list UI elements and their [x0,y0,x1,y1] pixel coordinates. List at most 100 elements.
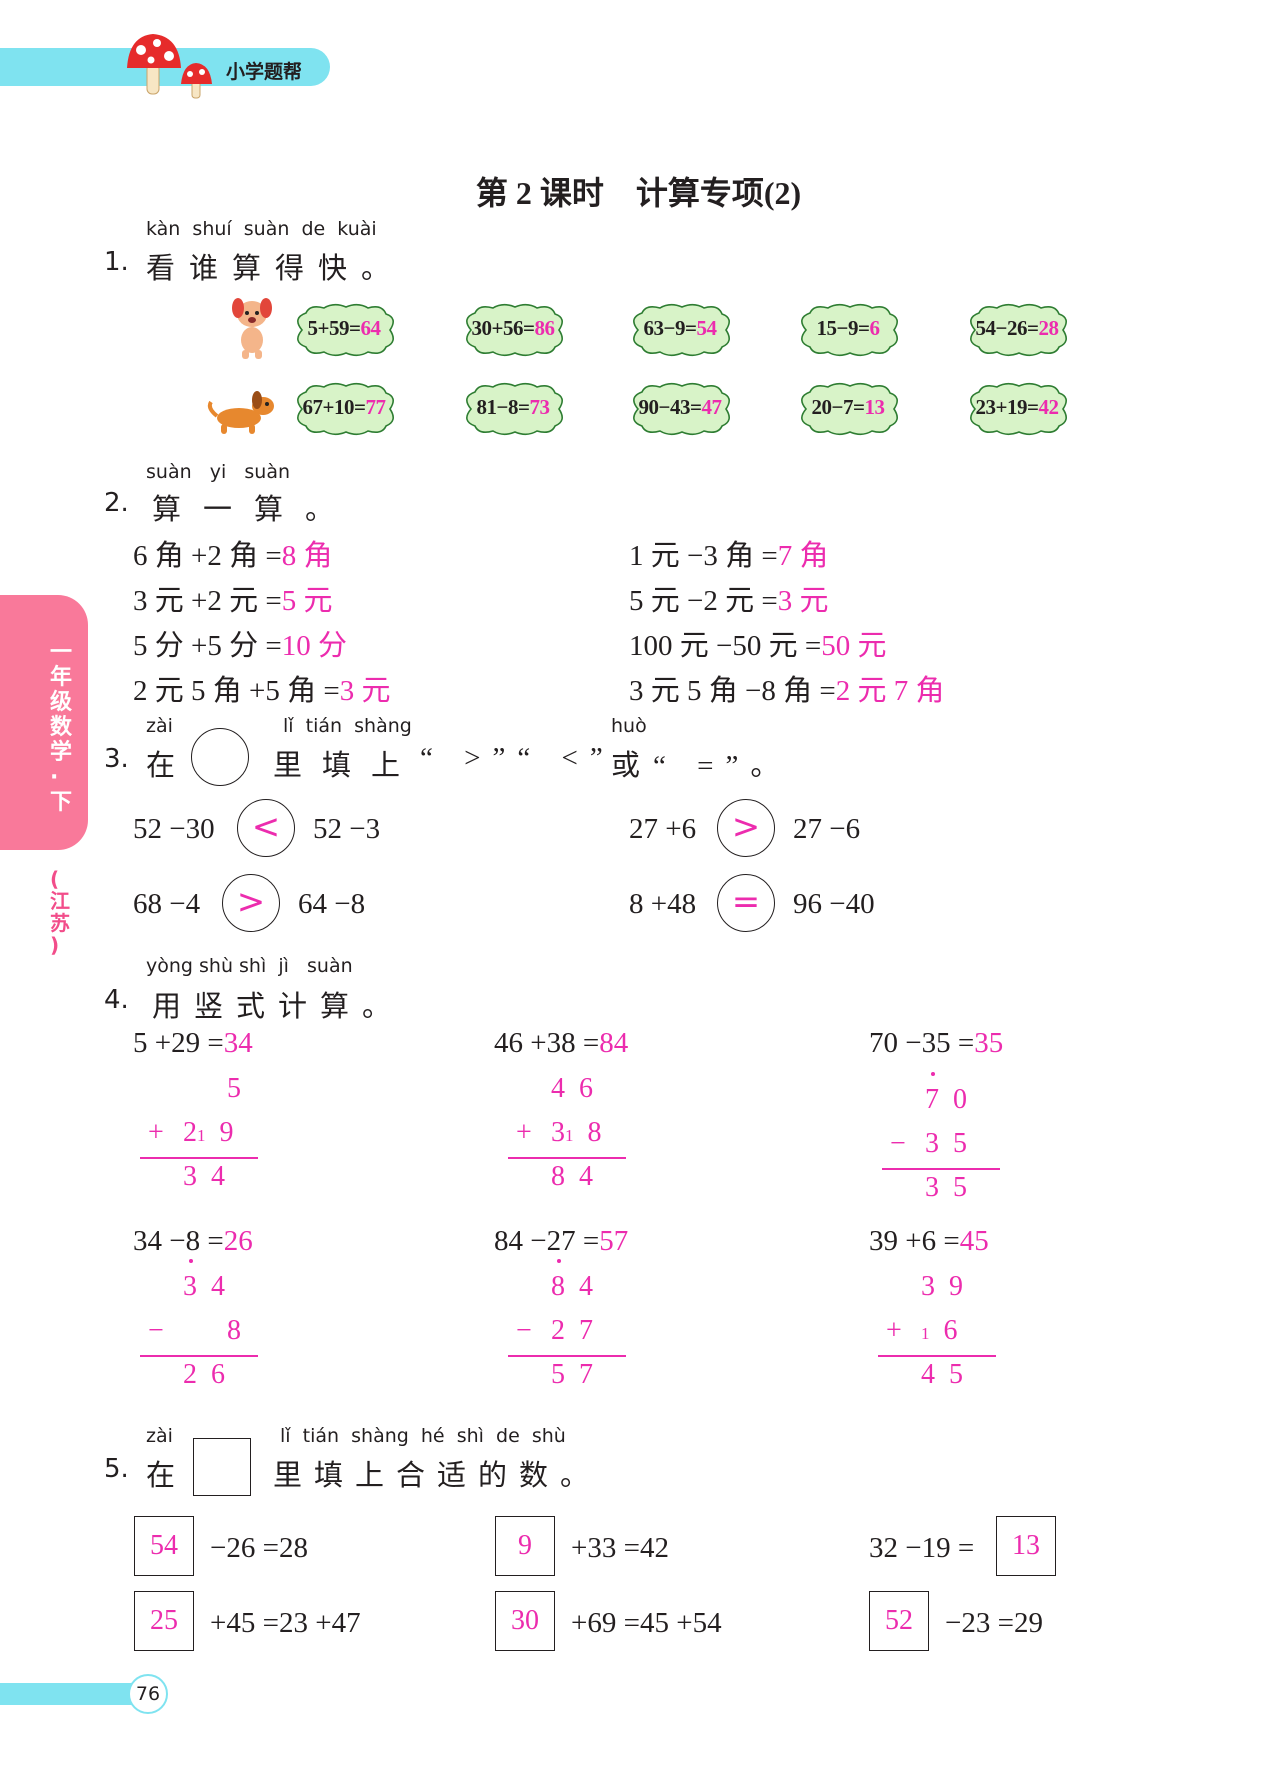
answer-text: 28 [1038,316,1059,340]
q3-text-symbols-a: “ >”“ <” [420,742,615,774]
operator: − [516,1315,532,1346]
q4-pinyin: yòng shù shì jì suàn [146,955,353,977]
compare-right: 27 −6 [793,813,860,846]
equation-rest: +33 =42 [571,1532,669,1565]
digits: 3 9 [921,1271,963,1302]
equation-text: 2 元 5 角 +5 角 = [133,675,340,707]
compare-circle[interactable]: > [222,874,280,932]
compare-right: 52 −3 [313,813,380,846]
money-equation: 6 角 +2 角 =8 角 [133,532,332,574]
expression-cloud: 81−8=73 [459,381,567,437]
answer-text: 5 元 [281,585,333,617]
answer-text: 2 元 7 角 [835,675,945,707]
expression-cloud: 30+56=86 [459,302,567,358]
equation-prefix: 32 −19 = [869,1532,974,1565]
mushroom-logo [127,34,212,99]
digits: 3 [551,1117,565,1148]
expression-cloud: 54−26=28 [963,302,1071,358]
digits: 6 [943,1315,958,1346]
operator: + [886,1315,902,1346]
operator: − [890,1128,906,1159]
result-number: 5 7 [551,1359,593,1391]
expression-text: 20−7= [811,395,865,419]
sum-line [882,1168,1000,1170]
equation-text: 34 −8 = [133,1225,224,1257]
equation-rest: −23 =29 [945,1607,1043,1640]
q5-text-zai: 在 [146,1460,190,1492]
expression-cloud: 23+19=42 [963,381,1071,437]
carry-digit: 1 [565,1126,574,1145]
equation-text: 6 角 +2 角 = [133,540,282,572]
money-equation: 3 元 +2 元 =5 元 [133,577,332,619]
money-equation: 1 元 −3 角 =7 角 [629,532,828,574]
result-number: 4 5 [921,1359,963,1391]
expression-text: 15−9= [816,316,870,340]
q3-text-fill: 里填上 [273,750,421,782]
sum-line [878,1355,996,1357]
equation-text: 3 元 5 角 −8 角 = [629,675,836,707]
answer-box[interactable]: 25 [134,1591,194,1651]
compare-left: 52 −30 [133,813,215,846]
answer-box[interactable]: 9 [495,1516,555,1576]
cloud-shape [633,382,730,436]
equation-text: −26 =28 [210,1532,308,1564]
compare-left: 68 −4 [133,888,200,921]
side-tab [0,595,88,850]
equation-text: 5 +29 = [133,1027,224,1059]
comparison-symbol: < [251,807,281,847]
sum-line [508,1355,626,1357]
comparison-symbol: = [731,882,761,922]
operator-sign: − [516,1315,532,1347]
compare-circle[interactable]: = [717,874,775,932]
answer-text: 42 [1038,395,1059,419]
side-tab-label: 一年级数学·下 [50,640,73,815]
result-number: 3 5 [925,1172,967,1204]
top-number: 7 0 [925,1084,967,1116]
answer-box[interactable]: 54 [134,1516,194,1576]
equation-rest: +69 =45 +54 [571,1607,722,1640]
equation-text: 84 −27 = [494,1225,600,1257]
q2-instruction: 算一算。 [152,494,357,526]
answer-box[interactable]: 30 [495,1591,555,1651]
answer-text: 64 [360,316,381,340]
borrow-dot [189,1259,193,1263]
answer-box[interactable]: 52 [869,1591,929,1651]
digits: 8 4 [551,1271,593,1302]
bottom-number: 21 9 [183,1117,234,1149]
sum-line [140,1355,258,1357]
digits: 9 [219,1117,234,1148]
top-number: 4 6 [551,1073,593,1105]
bottom-number: 2 7 [551,1315,593,1347]
money-equation: 5 元 −2 元 =3 元 [629,577,828,619]
cloud-shape [466,303,563,357]
answer-text: 6 [869,316,880,340]
compare-left: 8 +48 [629,888,696,921]
result-number: 3 4 [183,1161,225,1193]
bottom-number: 3 5 [925,1128,967,1160]
equation-text: 46 +38 = [494,1027,600,1059]
money-equation: 2 元 5 角 +5 角 =3 元 [133,667,390,709]
q3-pinyin-huo: huò [611,715,647,737]
answer-text: 30 [511,1605,539,1636]
digits: 3 5 [925,1128,967,1159]
cloud-expression: 15−9=6 [794,316,902,341]
page-number-circle [128,1674,168,1714]
expression-cloud: 20−7=13 [794,381,902,437]
answer-text: 10 分 [281,630,347,662]
answer-text: 34 [223,1027,253,1059]
q5-instruction: 里填上合适的数。 [273,1460,602,1492]
q4-instruction: 用竖式计算。 [152,991,405,1023]
compare-circle[interactable]: > [717,799,775,857]
q3-circle-sample [191,728,249,786]
digits: 8 [227,1315,241,1346]
expression-text: 81−8= [476,395,530,419]
operator-sign: − [890,1128,906,1160]
answer-box[interactable]: 13 [996,1516,1056,1576]
top-number: 3 4 [183,1271,225,1303]
operator-sign: + [516,1117,532,1149]
expression-text: 63−9= [643,316,697,340]
right-expression: 64 −8 [298,888,366,920]
compare-circle[interactable]: < [237,799,295,857]
q3-text-symbols-b: “ =”。 [653,750,792,782]
cloud-shape [297,303,394,357]
